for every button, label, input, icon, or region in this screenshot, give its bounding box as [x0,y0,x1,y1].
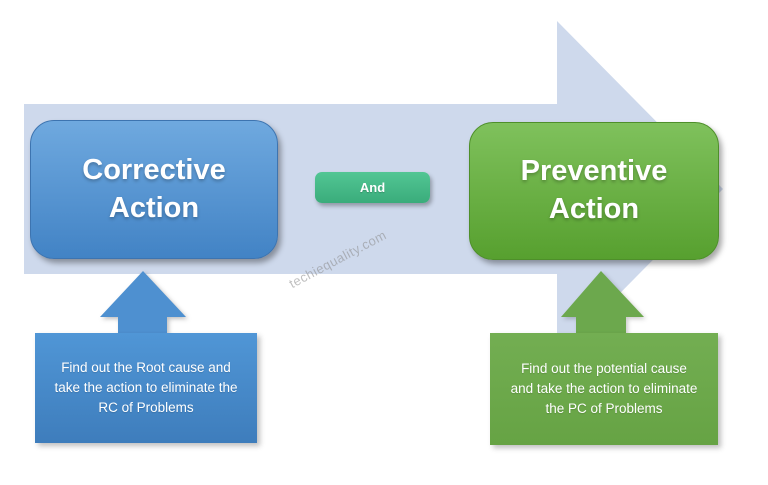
corrective-description-text: Find out the Root cause and take the act… [54,359,238,416]
preventive-up-arrow-icon [561,271,644,334]
preventive-description-text: Find out the potential cause and take th… [510,360,698,417]
preventive-action-box: Preventive Action [469,122,719,260]
corrective-up-arrow-icon [100,271,186,334]
corrective-action-title: Corrective Action [82,153,226,224]
corrective-action-box: Corrective Action [30,120,278,259]
and-connector: And [315,172,430,203]
and-connector-label: And [359,180,386,195]
preventive-action-title: Preventive Action [520,155,668,225]
corrective-description-box: Find out the Root cause and take the act… [35,333,257,443]
preventive-description-box: Find out the potential cause and take th… [490,333,718,445]
